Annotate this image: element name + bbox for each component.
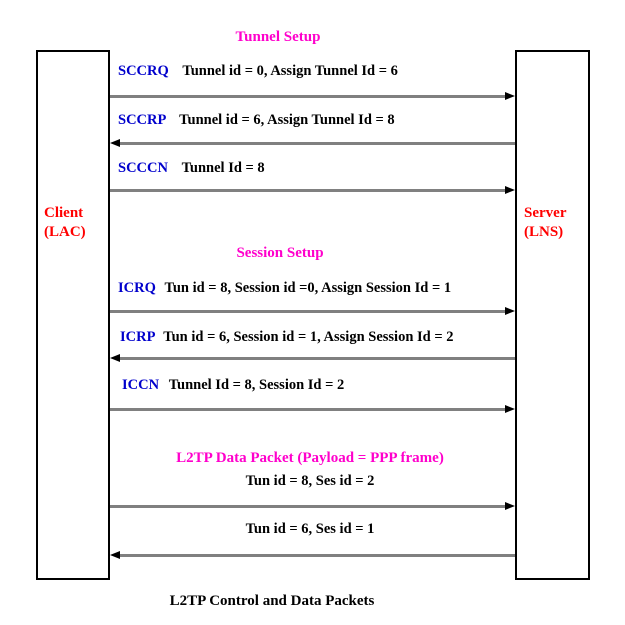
message-icrp-body: Tun id = 6, Session id = 1, Assign Sessi…: [163, 329, 454, 345]
message-data-upstream-body: Tun id = 6, Ses id = 1: [245, 521, 375, 537]
message-icrq-body: Tun id = 8, Session id =0, Assign Sessio…: [164, 280, 452, 296]
arrow-icrq: [110, 307, 515, 316]
arrow-scccn: [110, 186, 515, 195]
arrow-head-right-icon: [505, 405, 515, 413]
message-sccrq-body: Tunnel id = 0, Assign Tunnel Id = 6: [182, 63, 398, 79]
server-node-label: Server (LNS): [524, 204, 566, 242]
section-title-tunnel-setup: Tunnel Setup: [235, 29, 321, 45]
arrow-head-left-icon: [110, 354, 120, 362]
message-data-downstream: Tun id = 8, Ses id = 2: [160, 473, 460, 490]
arrow-shaft: [119, 554, 515, 557]
arrow-shaft: [110, 189, 506, 192]
arrow-shaft: [119, 357, 515, 360]
arrow-data-downstream: [110, 502, 515, 511]
arrow-head-right-icon: [505, 186, 515, 194]
message-icrq: ICRQ Tun id = 8, Session id =0, Assign S…: [118, 280, 451, 297]
arrow-head-left-icon: [110, 139, 120, 147]
message-iccn: ICCN Tunnel Id = 8, Session Id = 2: [122, 377, 344, 394]
message-icrq-code: ICRQ: [118, 280, 156, 296]
server-name: Server: [524, 205, 567, 221]
message-scccn-body: Tunnel Id = 8: [181, 160, 265, 176]
message-scccn: SCCCN Tunnel Id = 8: [118, 160, 265, 177]
client-name: Client: [44, 205, 84, 221]
client-node-label: Client (LAC): [44, 204, 86, 242]
arrow-head-left-icon: [110, 551, 120, 559]
message-data-upstream: Tun id = 6, Ses id = 1: [160, 521, 460, 538]
client-role: (LAC): [44, 224, 86, 240]
diagram-caption: L2TP Control and Data Packets: [169, 593, 375, 609]
arrow-head-right-icon: [505, 307, 515, 315]
arrow-sccrq: [110, 92, 515, 101]
message-scccn-code: SCCCN: [118, 160, 168, 176]
arrow-icrp: [110, 354, 515, 363]
server-role: (LNS): [524, 224, 564, 240]
message-icrp-code: ICRP: [120, 329, 155, 345]
message-iccn-body: Tunnel Id = 8, Session Id = 2: [168, 377, 345, 393]
message-sccrq-code: SCCRQ: [118, 63, 169, 79]
message-data-downstream-body: Tun id = 8, Ses id = 2: [245, 473, 375, 489]
section-title-session-setup: Session Setup: [236, 245, 324, 261]
message-sccrq: SCCRQ Tunnel id = 0, Assign Tunnel Id = …: [118, 63, 398, 80]
arrow-shaft: [110, 95, 506, 98]
arrow-iccn: [110, 405, 515, 414]
arrow-shaft: [110, 408, 506, 411]
message-icrp: ICRP Tun id = 6, Session id = 1, Assign …: [120, 329, 454, 346]
arrow-data-upstream: [110, 551, 515, 560]
message-sccrp-body: Tunnel id = 6, Assign Tunnel Id = 8: [179, 112, 395, 128]
arrow-sccrp: [110, 139, 515, 148]
server-lifeline-box: [515, 50, 590, 580]
arrow-shaft: [119, 142, 515, 145]
client-lifeline-box: [36, 50, 110, 580]
arrow-shaft: [110, 505, 506, 508]
arrow-head-right-icon: [505, 92, 515, 100]
message-iccn-code: ICCN: [122, 377, 160, 393]
section-title-data-packet: L2TP Data Packet (Payload = PPP frame): [176, 450, 444, 466]
arrow-head-right-icon: [505, 502, 515, 510]
arrow-shaft: [110, 310, 506, 313]
message-sccrp-code: SCCRP: [118, 112, 166, 128]
message-sccrp: SCCRP Tunnel id = 6, Assign Tunnel Id = …: [118, 112, 395, 129]
